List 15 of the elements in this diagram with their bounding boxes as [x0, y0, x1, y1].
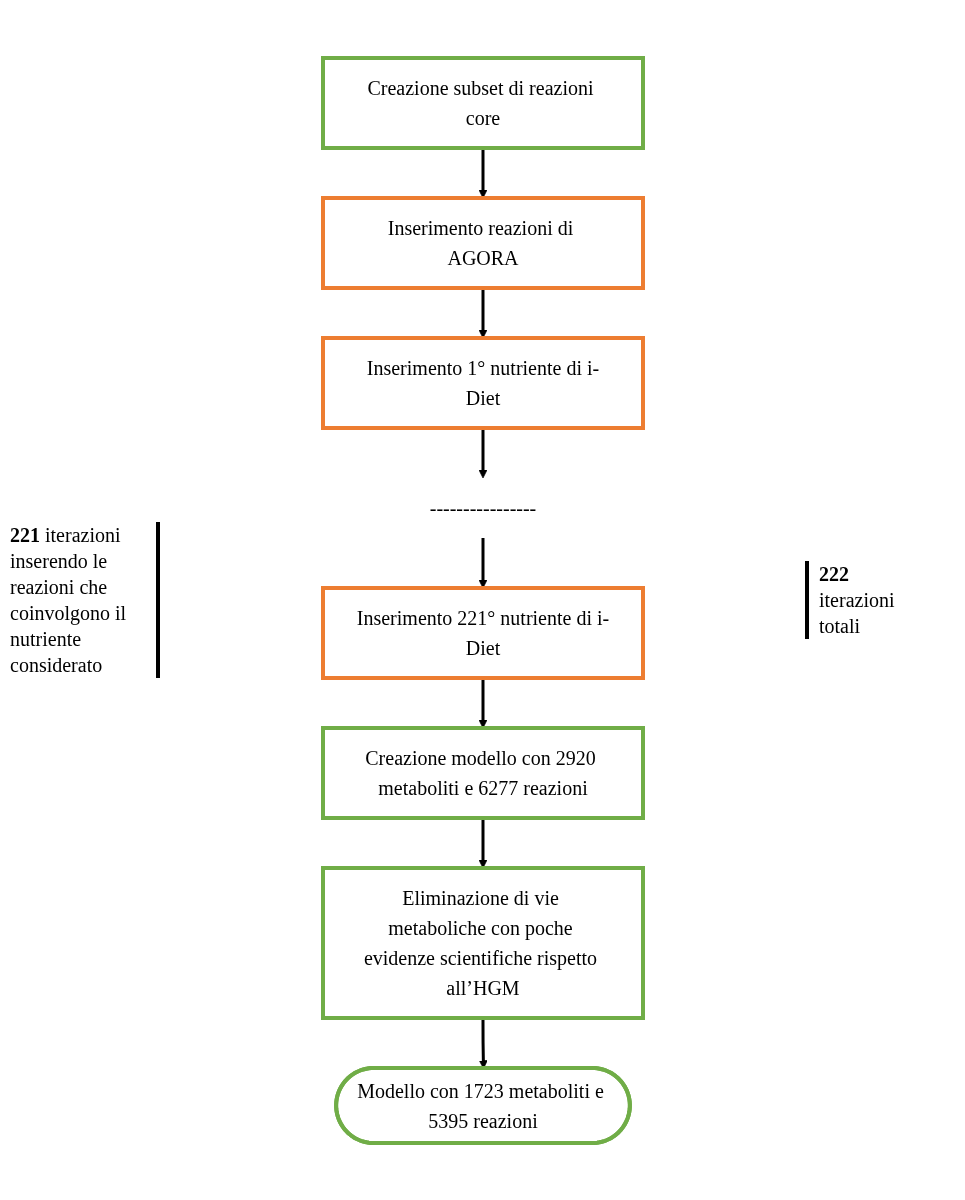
arrow [478, 287, 487, 338]
arrow [478, 147, 487, 198]
arrow [478, 677, 487, 728]
node-box: Creazione subset di reazioni core [320, 55, 645, 150]
bracket-note: 221 iterazioni inserendo le reazioni che coinvolgono il nutriente considerato [10, 522, 160, 678]
node-box: Creazione modello con 2920 metaboliti e 6277 reazioni [320, 725, 645, 820]
node-box: Inserimento 221° nutriente di i-Diet [320, 585, 645, 680]
node-box: Inserimento 1° nutriente di i-Diet [320, 335, 645, 430]
arrow [478, 537, 487, 588]
node-text: ---------------- [429, 496, 536, 519]
node-box: Inserimento reazioni di AGORA [320, 195, 645, 290]
arrow [478, 817, 487, 868]
node-box: Eliminazione di vie metaboliche con poche evidenze scientifiche rispetto all’HGM [320, 865, 645, 1020]
arrow [478, 427, 487, 478]
bracket-note: 222 iterazioni totali [805, 561, 929, 639]
